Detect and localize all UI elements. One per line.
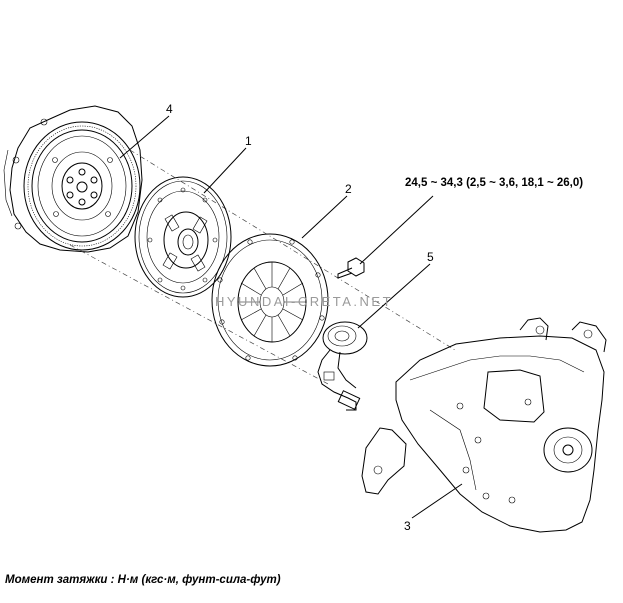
assembly-axis bbox=[129, 149, 456, 351]
callout-3: 3 bbox=[404, 519, 411, 533]
callout-5: 5 bbox=[427, 250, 434, 264]
leader-lines bbox=[119, 115, 463, 519]
flywheel-drawing bbox=[3, 105, 143, 253]
callout-4: 4 bbox=[166, 102, 173, 116]
transaxle-drawing bbox=[361, 317, 607, 533]
torque-spec-label: 24,5 ~ 34,3 (2,5 ~ 3,6, 18,1 ~ 26,0) bbox=[405, 177, 583, 189]
assembly-axis-lower bbox=[69, 244, 331, 386]
pressure-plate-drawing bbox=[211, 233, 329, 367]
clutch-disc-drawing bbox=[134, 176, 232, 298]
torque-unit-caption: Момент затяжки : Н·м (кгс·м, фунт-сила-ф… bbox=[5, 574, 281, 586]
release-bearing-drawing bbox=[317, 321, 368, 411]
clutch-cover-bolt-drawing bbox=[337, 257, 365, 279]
callout-2: 2 bbox=[345, 182, 352, 196]
callout-1: 1 bbox=[245, 134, 252, 148]
watermark: HYUNDAI-CRETA.NET bbox=[215, 294, 393, 309]
